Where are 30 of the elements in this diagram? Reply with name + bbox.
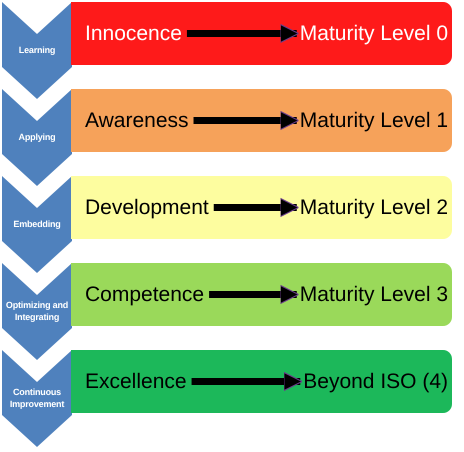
stage-label: Awareness — [85, 89, 189, 152]
arrow — [194, 110, 300, 130]
level-bar — [71, 89, 452, 152]
chevron-step — [2, 89, 72, 186]
level-label: Maturity Level 1 — [300, 89, 448, 152]
stage-label: Innocence — [85, 2, 182, 65]
stage-label: Development — [85, 176, 209, 239]
level-label: Maturity Level 3 — [300, 263, 448, 326]
chevron-step — [2, 350, 72, 447]
chevron-step — [2, 2, 72, 99]
arrow — [186, 24, 300, 44]
step-label: Learning — [18, 45, 56, 57]
level-bar — [71, 176, 452, 239]
level-bar — [71, 350, 452, 413]
stage-label: Competence — [85, 263, 204, 326]
chevron-step — [2, 263, 72, 360]
arrow — [209, 284, 300, 304]
chevron-step — [2, 176, 72, 273]
level-bar — [71, 263, 452, 326]
level-label: Beyond ISO (4) — [303, 350, 448, 413]
level-label: Maturity Level 2 — [300, 176, 448, 239]
level-bar — [71, 2, 452, 65]
level-label: Maturity Level 0 — [300, 2, 448, 65]
arrow — [192, 372, 303, 392]
step-label: Applying — [18, 132, 56, 144]
stage-label: Excellence — [85, 350, 187, 413]
step-label: Continuous Improvement — [8, 387, 66, 411]
step-label: Embedding — [13, 219, 61, 231]
arrow — [214, 198, 300, 218]
step-label: Optimizing and Integrating — [4, 300, 70, 324]
